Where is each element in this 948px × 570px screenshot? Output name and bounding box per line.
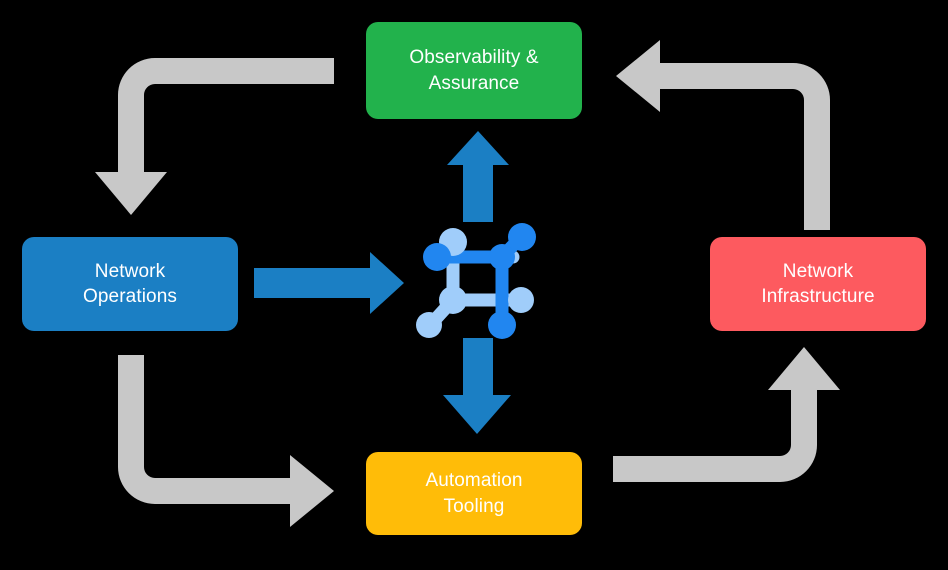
node-automation-label: Automation Tooling [425, 468, 522, 518]
connector-automation-to-infrastructure [613, 347, 840, 482]
node-observability-line1: Observability & [409, 47, 539, 69]
node-operations-line1: Network [94, 260, 166, 282]
connector-operations-to-center [254, 252, 404, 314]
connector-center-to-automation [443, 338, 511, 434]
node-automation-line1: Automation [425, 470, 523, 492]
node-infrastructure-line1: Network [782, 260, 854, 282]
network-topology-icon [416, 223, 536, 339]
node-infrastructure-line2: Infrastructure [761, 286, 875, 307]
node-operations-label: Network Operations [83, 259, 177, 309]
node-observability-line2: Assurance [428, 72, 520, 94]
connector-center-to-observability [447, 131, 509, 222]
node-automation-line2: Tooling [443, 495, 505, 517]
connector-observability-to-operations [95, 58, 334, 215]
node-observability-assurance[interactable]: Observability & Assurance [366, 22, 582, 119]
node-automation-tooling[interactable]: Automation Tooling [366, 452, 582, 535]
node-observability-label: Observability & Assurance [409, 45, 538, 95]
node-network-infrastructure[interactable]: Network Infrastructure [710, 237, 926, 331]
connector-infrastructure-to-observability [616, 40, 830, 230]
node-network-operations[interactable]: Network Operations [22, 237, 238, 331]
node-operations-line2: Operations [83, 286, 177, 307]
node-infrastructure-label: Network Infrastructure [761, 259, 874, 309]
connector-operations-to-automation [118, 355, 334, 527]
topology-nodes-primary [423, 223, 536, 339]
